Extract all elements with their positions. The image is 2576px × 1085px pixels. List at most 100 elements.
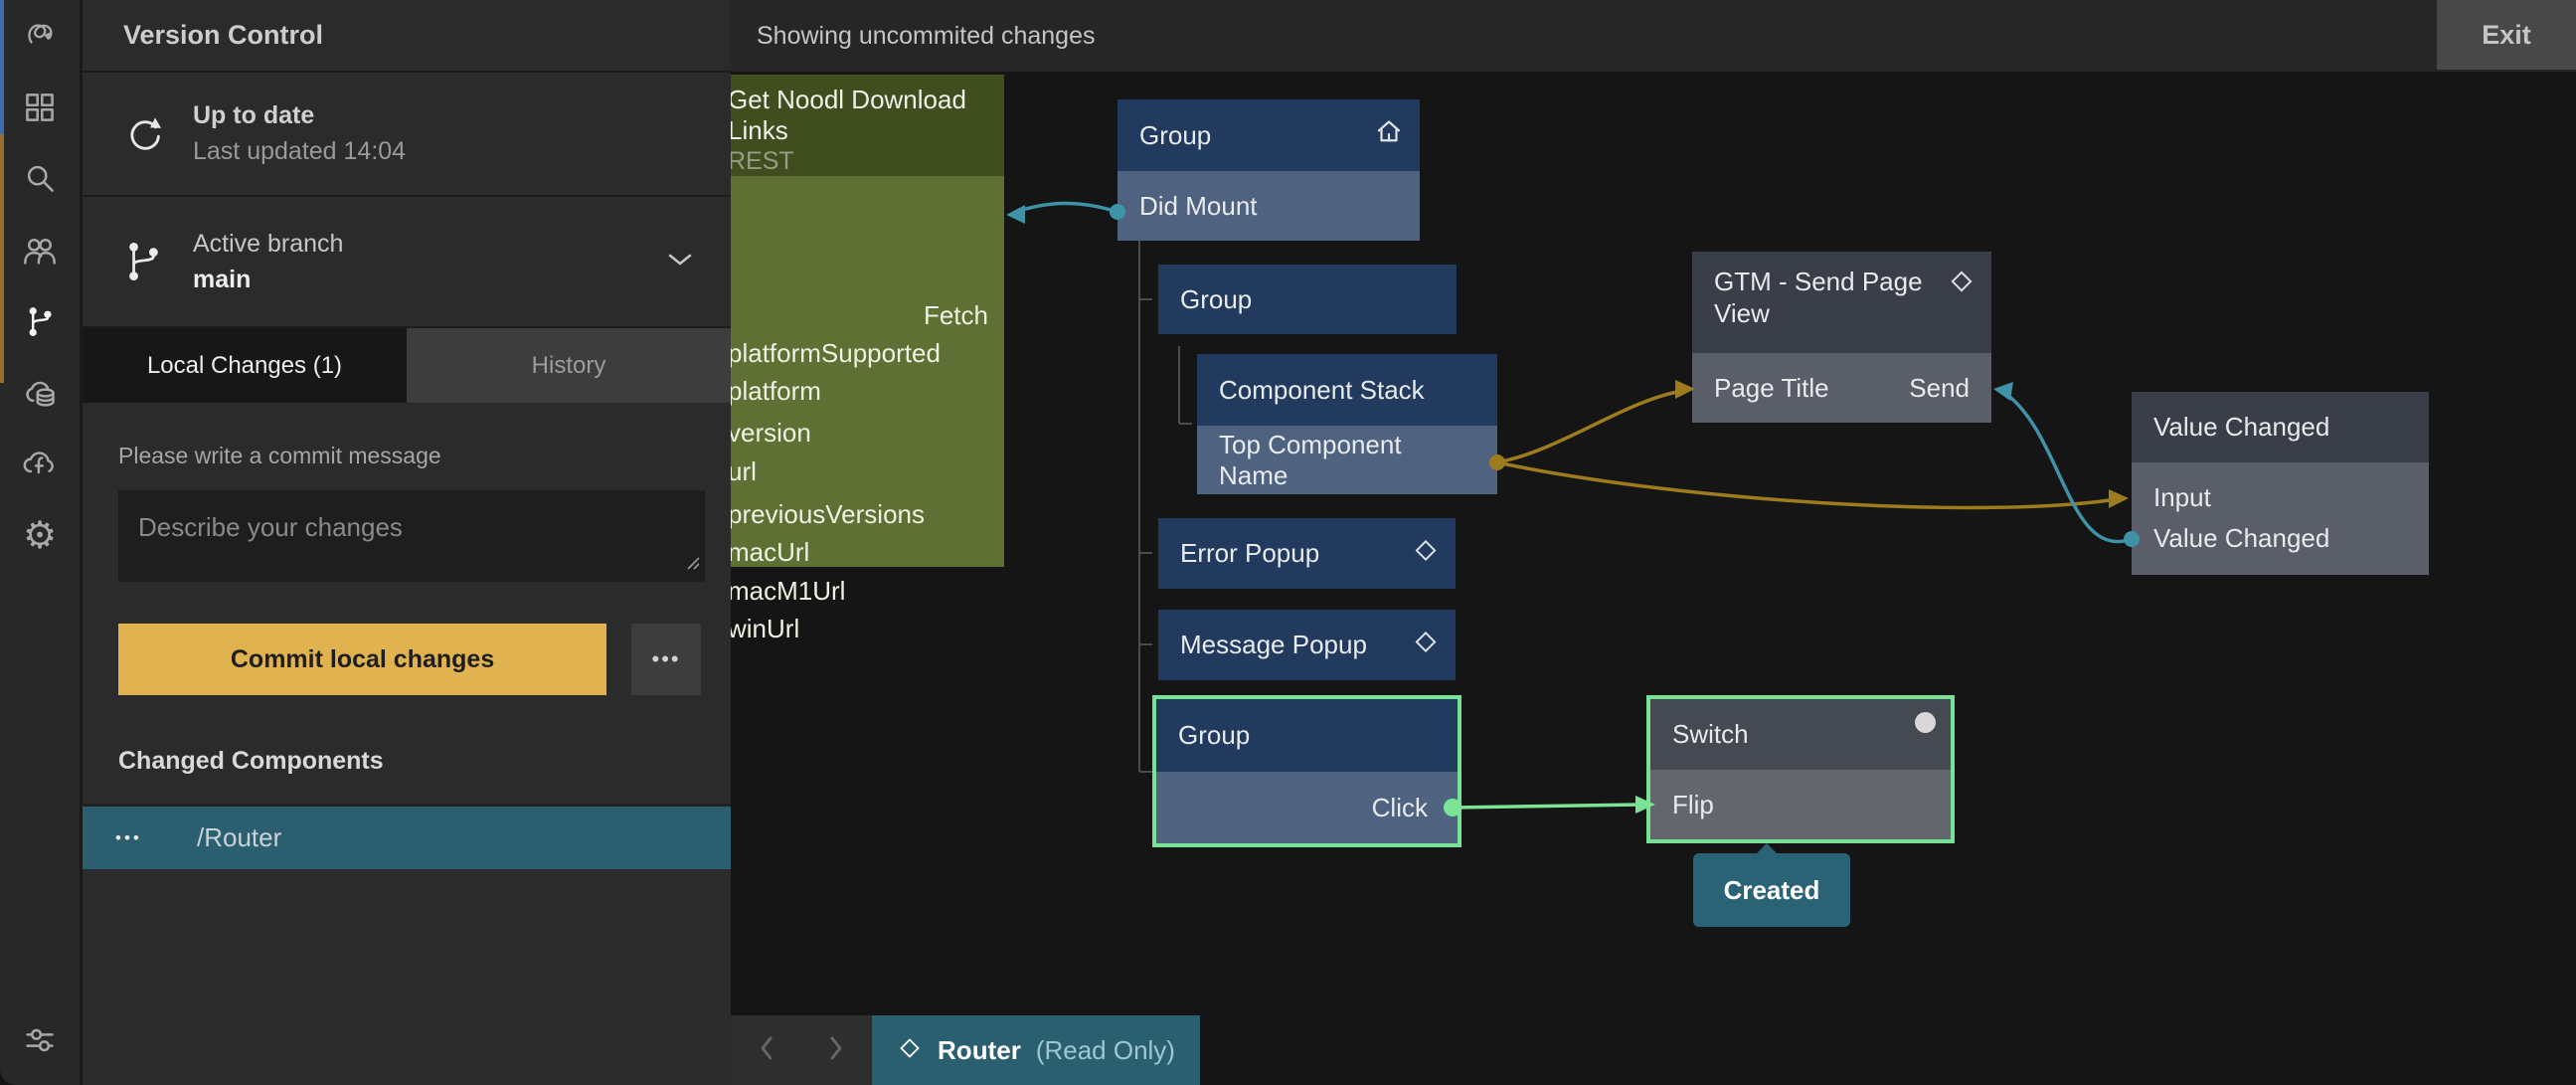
component-diamond-icon bbox=[1412, 628, 1440, 662]
canvas-top-bar: Showing uncommited changes Exit bbox=[731, 0, 2576, 72]
node-header: Value Changed bbox=[2132, 392, 2429, 462]
read-only-badge: (Read Only) bbox=[1035, 1034, 1175, 1065]
connection-wires bbox=[1006, 201, 2140, 816]
port-output[interactable]: macM1Url bbox=[728, 575, 846, 606]
node-group-home[interactable]: Group Did Mount bbox=[1117, 99, 1420, 241]
components-grid-icon[interactable] bbox=[0, 79, 80, 136]
node-title: Group bbox=[1180, 283, 1253, 314]
changed-component-row-router[interactable]: ••• /Router bbox=[83, 804, 731, 869]
node-filter-icon[interactable] bbox=[0, 1011, 80, 1069]
active-branch-row[interactable]: Active branch main bbox=[83, 197, 731, 328]
component-dots-icon: ••• bbox=[115, 827, 142, 847]
node-header: Group bbox=[1158, 265, 1457, 334]
branch-icon bbox=[115, 239, 193, 284]
tooltip-label: Created bbox=[1723, 874, 1820, 905]
component-nav bbox=[731, 1015, 872, 1085]
port-fetch[interactable]: Fetch bbox=[923, 299, 988, 330]
port-did-mount[interactable]: Did Mount bbox=[1117, 171, 1420, 241]
component-diamond-icon bbox=[1412, 536, 1440, 571]
commit-message-input[interactable] bbox=[118, 490, 705, 582]
uncommitted-changes-status: Showing uncommited changes bbox=[757, 21, 1096, 50]
node-switch[interactable]: Switch Flip bbox=[1650, 699, 1951, 839]
component-diamond-icon bbox=[1948, 268, 1975, 302]
port-output[interactable]: platform bbox=[728, 375, 821, 406]
node-title: Get Noodl Download Links bbox=[728, 85, 966, 145]
commit-prompt: Please write a commit message bbox=[118, 443, 441, 468]
node-title: Group bbox=[1178, 720, 1251, 750]
node-message-popup[interactable]: Message Popup bbox=[1158, 610, 1456, 680]
commit-local-changes-button[interactable]: Commit local changes bbox=[118, 624, 607, 695]
port-row: Page Title Send bbox=[1692, 353, 1991, 423]
node-header: Error Popup bbox=[1158, 518, 1456, 589]
node-component-stack[interactable]: Component Stack Top Component Name bbox=[1197, 354, 1497, 494]
changed-components-heading: Changed Components bbox=[118, 747, 384, 775]
branch-label: Active branch bbox=[193, 229, 344, 258]
resize-handle-icon[interactable] bbox=[684, 554, 700, 575]
window-edge-accent bbox=[0, 0, 4, 1085]
port-input[interactable]: Input bbox=[2153, 482, 2211, 512]
noodl-logo[interactable] bbox=[0, 5, 80, 63]
node-body: Fetch platformSupported platform version… bbox=[686, 176, 1004, 643]
changed-component-label: /Router bbox=[197, 822, 282, 852]
tab-local-changes[interactable]: Local Changes (1) bbox=[83, 328, 407, 403]
node-title: Component Stack bbox=[1219, 374, 1425, 405]
node-header: Group bbox=[1117, 99, 1420, 171]
sync-detail: Last updated 14:04 bbox=[193, 137, 407, 165]
sync-status: Up to date bbox=[193, 101, 315, 129]
port-output[interactable]: previousVersions bbox=[728, 498, 925, 529]
commit-section: Please write a commit message Commit loc… bbox=[83, 443, 731, 776]
port-page-title[interactable]: Page Title bbox=[1714, 372, 1829, 403]
node-title: Error Popup bbox=[1180, 538, 1320, 568]
port-output[interactable]: version bbox=[728, 417, 811, 448]
node-error-popup[interactable]: Error Popup bbox=[1158, 518, 1456, 589]
tab-history[interactable]: History bbox=[407, 328, 731, 403]
node-header: Component Stack bbox=[1197, 354, 1497, 426]
collaborators-icon[interactable] bbox=[0, 222, 80, 279]
node-gtm-send-page-view[interactable]: GTM - Send Page View Page Title Send bbox=[1692, 252, 1991, 423]
node-title: Group bbox=[1139, 119, 1212, 150]
port-label: Click bbox=[1371, 792, 1428, 822]
search-icon[interactable] bbox=[0, 149, 80, 207]
port-output[interactable]: winUrl bbox=[728, 613, 800, 643]
refresh-icon[interactable] bbox=[115, 113, 193, 155]
component-diamond-icon bbox=[897, 1035, 923, 1066]
port-flip[interactable]: Flip bbox=[1650, 770, 1951, 839]
node-subtitle: REST bbox=[728, 147, 794, 175]
port-send[interactable]: Send bbox=[1909, 372, 1970, 403]
node-rest[interactable]: Get Noodl Download Links REST Fetch plat… bbox=[686, 75, 1004, 643]
version-control-panel: Version Control Up to date Last updated … bbox=[80, 0, 731, 1085]
node-header: Message Popup bbox=[1158, 610, 1456, 680]
node-title: Message Popup bbox=[1180, 630, 1367, 659]
port-label: Did Mount bbox=[1139, 190, 1258, 221]
port-click[interactable]: Click bbox=[1156, 772, 1458, 843]
port-output[interactable]: platformSupported bbox=[728, 337, 941, 368]
node-group-mid[interactable]: Group bbox=[1158, 265, 1457, 334]
port-top-component-name[interactable]: Top Component Name bbox=[1197, 426, 1497, 494]
created-tooltip: Created bbox=[1693, 843, 1850, 927]
app-sidebar: ⚙ bbox=[0, 0, 80, 1085]
port-output[interactable]: url bbox=[728, 455, 757, 486]
settings-gear-icon[interactable]: ⚙ bbox=[22, 513, 58, 557]
panel-tabs: Local Changes (1) History bbox=[83, 328, 731, 403]
panel-header: Version Control bbox=[83, 0, 731, 73]
forward-chevron-icon[interactable] bbox=[828, 1034, 845, 1067]
node-header: Switch bbox=[1650, 699, 1951, 770]
cloud-functions-icon[interactable] bbox=[0, 434, 80, 491]
commit-more-options-button[interactable]: ••• bbox=[631, 624, 701, 695]
port-value-changed[interactable]: Value Changed bbox=[2153, 523, 2330, 553]
node-body: Input Value Changed bbox=[2132, 462, 2429, 575]
exit-button[interactable]: Exit bbox=[2437, 0, 2576, 70]
cloud-services-icon[interactable] bbox=[0, 364, 80, 422]
back-chevron-icon[interactable] bbox=[758, 1034, 774, 1067]
node-title: GTM - Send Page View bbox=[1714, 267, 1923, 328]
node-group-click[interactable]: Group Click bbox=[1156, 699, 1458, 843]
sync-status-row[interactable]: Up to date Last updated 14:04 bbox=[83, 73, 731, 197]
port-label: Flip bbox=[1672, 789, 1714, 819]
branch-name: main bbox=[193, 265, 252, 293]
version-control-icon[interactable] bbox=[0, 292, 80, 350]
node-header: GTM - Send Page View bbox=[1692, 252, 1991, 353]
node-value-changed[interactable]: Value Changed Input Value Changed bbox=[2132, 392, 2429, 575]
port-output[interactable]: macUrl bbox=[728, 536, 810, 567]
open-component-tab-router[interactable]: Router (Read Only) bbox=[872, 1015, 1200, 1085]
